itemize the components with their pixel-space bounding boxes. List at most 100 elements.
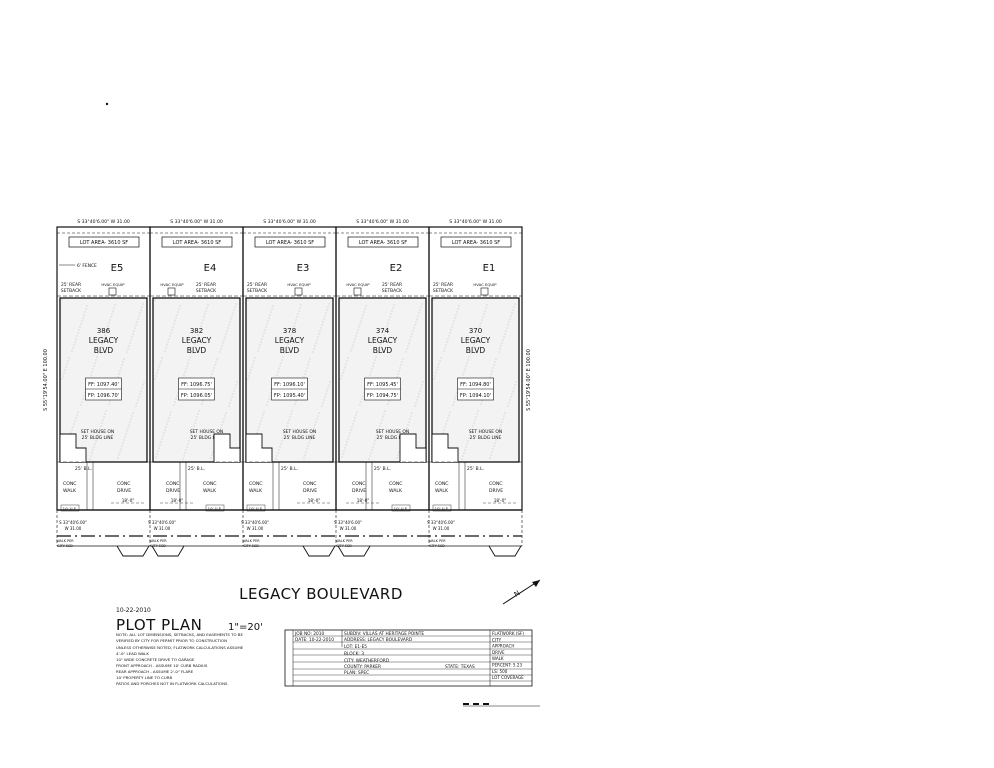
stipple-dot (111, 313, 113, 315)
stipple-dot (212, 451, 214, 453)
stipple-dot (220, 348, 222, 350)
ue-box (60, 504, 80, 512)
stipple-dot (501, 342, 503, 344)
stipple-dot (79, 326, 81, 328)
stipple-dot (271, 308, 273, 310)
stipple-dot (351, 347, 353, 349)
conc-walk-label: CONC (389, 481, 402, 487)
stipple-dot (193, 346, 195, 348)
stipple-dot (480, 403, 482, 405)
conc-drive-label: CONC (303, 481, 316, 487)
stipple-dot (421, 384, 423, 386)
address-number: 374 (376, 327, 390, 335)
title-plan-spec: PLAN: SPEC (344, 670, 369, 676)
stipple-dot (281, 359, 283, 361)
stipple-dot (329, 381, 331, 383)
stipple-dot (94, 362, 96, 364)
stipple-dot (355, 414, 357, 416)
stipple-dot (269, 395, 271, 397)
stipple-dot (474, 340, 476, 342)
set-house-label: SET HOUSE ON (469, 429, 502, 435)
stipple-dot (508, 321, 510, 323)
stipple-dot (470, 431, 472, 433)
stipple-dot (514, 303, 516, 305)
stipple-dot (413, 327, 415, 329)
stipple-dot (327, 387, 329, 389)
stipple-dot (261, 338, 263, 340)
stipple-dot (123, 439, 125, 441)
stipple-dot (288, 340, 290, 342)
stipple-dot (369, 455, 371, 457)
address-street-2: BLVD (187, 346, 207, 355)
stipple-dot (90, 374, 92, 376)
stipple-dot (316, 418, 318, 420)
stipple-dot (364, 308, 366, 310)
stipple-dot (314, 345, 316, 347)
stipple-dot (306, 367, 308, 369)
stipple-dot (440, 357, 442, 359)
hvac-pad (353, 287, 362, 296)
title-city: CITY: WEATHERFORD (344, 658, 390, 664)
stipple-dot (341, 456, 343, 458)
stipple-dot (380, 343, 382, 345)
front-bearing: S 33°40'6.00" (148, 520, 176, 525)
stipple-dot (483, 313, 485, 315)
drive-width: 18'-0" (357, 498, 370, 503)
stipple-dot (462, 455, 464, 457)
front-bearing: S 33°40'6.00" (59, 520, 87, 525)
lot-top-bearing: S 33°40'6.00" W 31.00 (449, 219, 502, 225)
stipple-dot (349, 432, 351, 434)
stipple-dot (445, 344, 447, 346)
title-lot: LOT: E1-E5 (344, 644, 367, 650)
stipple-dot (157, 450, 159, 452)
stipple-dot (280, 443, 282, 445)
stipple-dot (502, 418, 504, 420)
stipple-dot (506, 327, 508, 329)
stipple-dot (490, 454, 492, 456)
finished-pad: FP: 1096.70' (88, 393, 119, 399)
title-subdivision: SUBDIV: VILLAS AT HERITAGE POINTE (344, 631, 424, 637)
stipple-dot (100, 346, 102, 348)
stipple-dot (351, 426, 353, 428)
stipple-dot (215, 361, 217, 363)
stipple-dot (130, 339, 132, 341)
stipple-dot (383, 413, 385, 415)
stipple-dot (100, 425, 102, 427)
stipple-dot (259, 344, 261, 346)
stipple-dot (317, 336, 319, 338)
stipple-dot (257, 429, 259, 431)
stipple-dot (477, 410, 479, 412)
flatwork-item: WALK (492, 656, 504, 661)
drive-approach (302, 545, 336, 557)
drive-approach (116, 545, 150, 557)
stipple-dot (368, 458, 370, 460)
stipple-dot (387, 403, 389, 405)
stipple-dot (486, 304, 488, 306)
stipple-dot (354, 338, 356, 340)
stipple-dot (132, 333, 134, 335)
stipple-dot (121, 445, 123, 447)
stipple-dot (277, 371, 279, 373)
stipple-dot (120, 448, 122, 450)
stipple-dot (373, 443, 375, 445)
finished-floor: FF: 1095.45' (367, 382, 398, 388)
stipple-dot (170, 332, 172, 334)
stipple-dot (198, 410, 200, 412)
stipple-dot (61, 299, 63, 301)
stipple-dot (359, 323, 361, 325)
stipple-dot (278, 449, 280, 451)
stipple-dot (117, 376, 119, 378)
stipple-dot (473, 343, 475, 345)
stipple-dot (266, 404, 268, 406)
stipple-dot (341, 375, 343, 377)
stipple-dot (225, 412, 227, 414)
stipple-dot (378, 349, 380, 351)
lot-area: LOT AREA- 3610 SF (359, 240, 407, 246)
drive-approach (337, 545, 371, 557)
stipple-dot (508, 402, 510, 404)
conc-walk-label: CONC (435, 481, 448, 487)
stipple-dot (282, 356, 284, 358)
finished-floor: FF: 1097.40' (88, 382, 119, 388)
stipple-dot (474, 419, 476, 421)
stipple-dot (446, 341, 448, 343)
